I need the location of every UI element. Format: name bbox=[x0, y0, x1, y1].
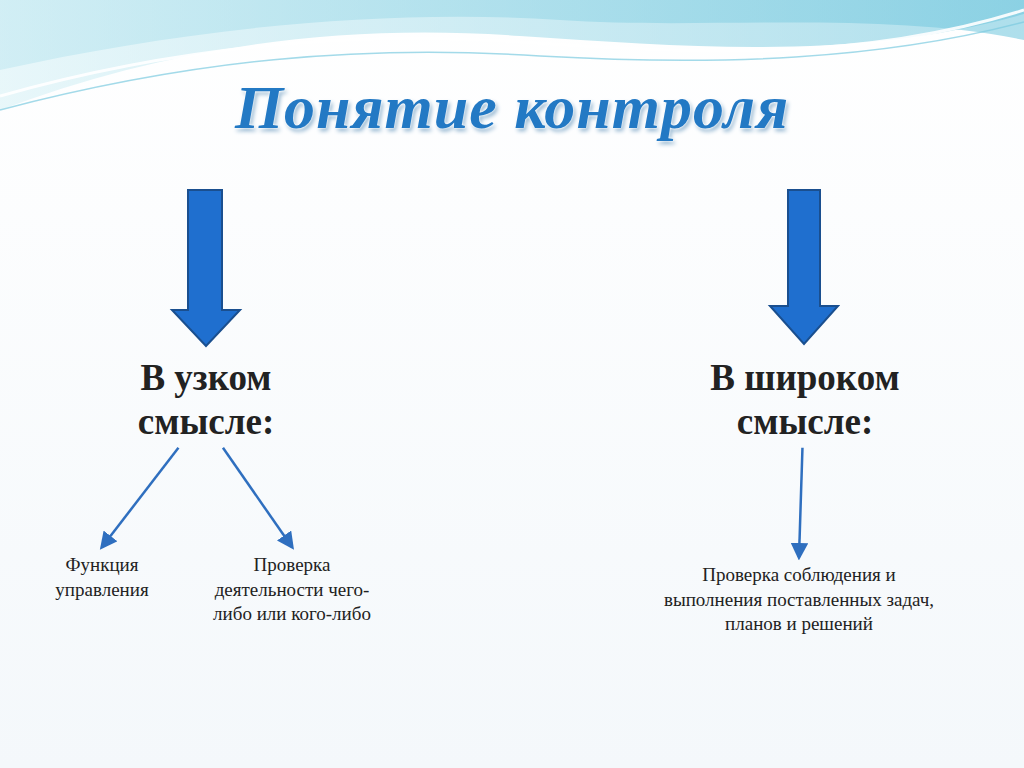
definition-text: Проверка деятельности чего-либо или кого… bbox=[208, 553, 376, 627]
concept-heading: В узком смысле: bbox=[100, 356, 312, 445]
body-text: Проверка соблюдения и выполнения поставл… bbox=[660, 563, 938, 637]
block-arrow bbox=[172, 190, 838, 346]
definition-text: Проверка соблюдения и выполнения поставл… bbox=[660, 563, 938, 637]
connector-arrow bbox=[223, 448, 292, 547]
connector-arrow bbox=[799, 448, 802, 557]
body-text: Функция управления bbox=[24, 553, 180, 602]
slide-title: Понятие контроля bbox=[0, 72, 1024, 143]
heading-text: В широком смысле: bbox=[678, 356, 932, 445]
connector-arrow bbox=[102, 448, 178, 547]
concept-heading: В широком смысле: bbox=[678, 356, 932, 445]
body-text: Проверка деятельности чего-либо или кого… bbox=[208, 553, 376, 627]
heading-text: В узком смысле: bbox=[100, 356, 312, 445]
definition-text: Функция управления bbox=[24, 553, 180, 602]
